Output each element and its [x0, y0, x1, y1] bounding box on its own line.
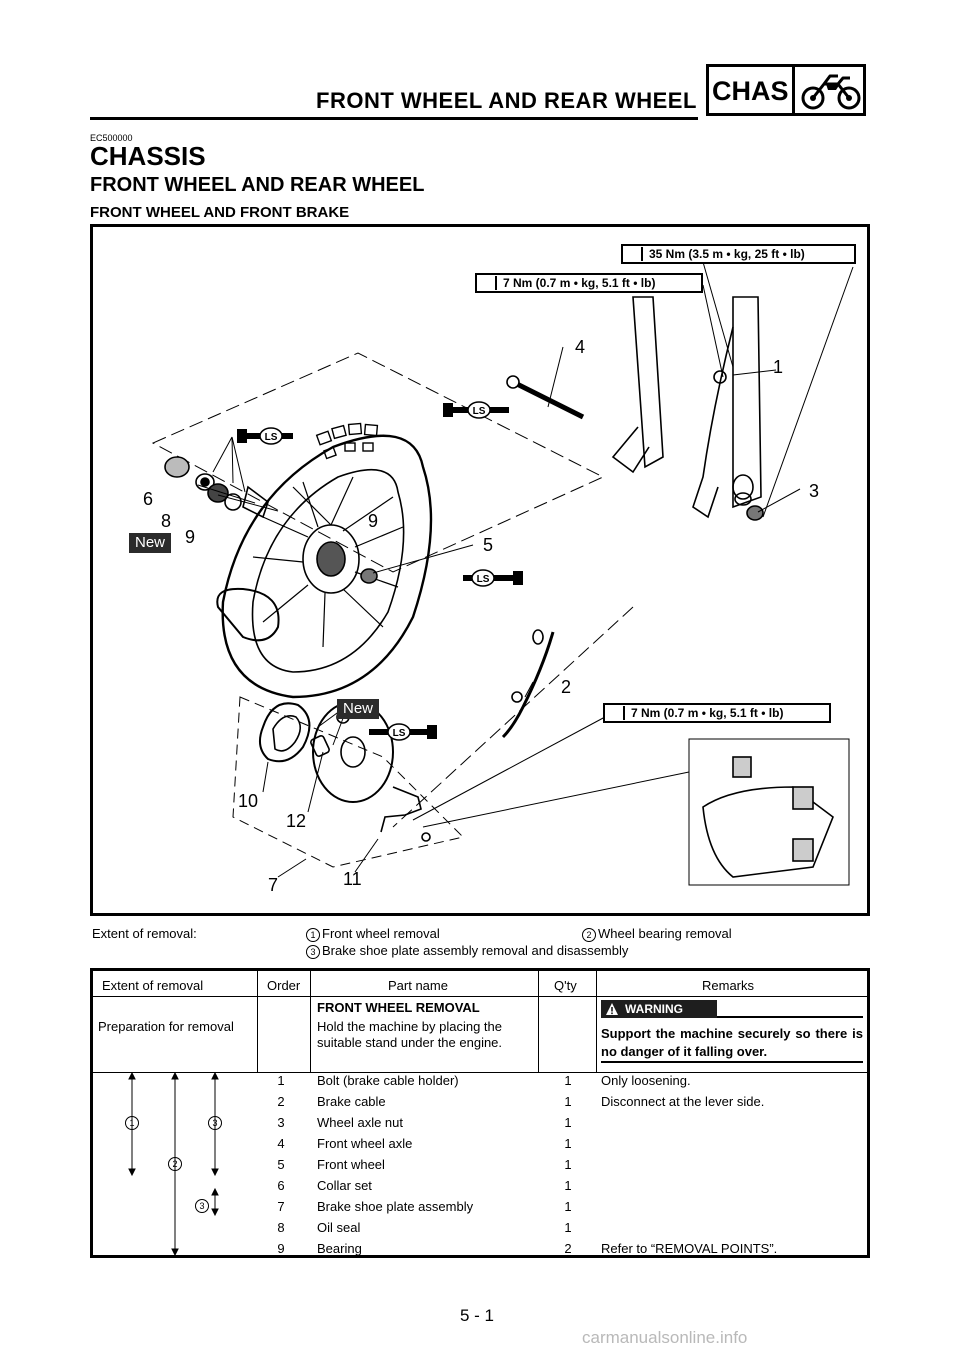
table-prep-rule [90, 1072, 870, 1073]
callout-10: 10 [238, 791, 259, 811]
table-col-rule [596, 968, 597, 1072]
diagram-drawing [151, 254, 854, 886]
extent-marker-3: 3 [195, 1199, 209, 1213]
callout-1: 1 [773, 357, 784, 377]
exploded-diagram: 35 Nm (3.5 m • kg, 25 ft • lb) 7 Nm (0.7… [90, 224, 870, 916]
watermark: carmanualsonline.info [582, 1328, 748, 1347]
extent-marker-1: 1 [125, 1116, 139, 1130]
warning-badge: WARNING [601, 1000, 717, 1018]
column-header-extent: Extent of removal [102, 978, 204, 993]
section-tag-divider [792, 64, 795, 116]
wrench-icon [609, 706, 625, 720]
table-col-rule [310, 968, 311, 1072]
extent-marker-2: 2 [168, 1157, 182, 1171]
column-header-qty: Q'ty [554, 978, 577, 993]
lithium-grease-icon: LS [369, 723, 437, 741]
column-header-remarks: Remarks [702, 978, 755, 993]
removal-table [90, 968, 870, 1258]
table-header-rule [90, 996, 870, 997]
motorcycle-icon [801, 74, 861, 110]
svg-text:LS: LS [473, 406, 486, 417]
warning-rule-bottom [601, 1061, 863, 1063]
lithium-grease-icon: LS [443, 401, 509, 419]
callout-6: 6 [143, 489, 154, 509]
page-number: 5 - 1 [460, 1306, 495, 1325]
callout-9: 9 [368, 511, 379, 531]
header-rule [90, 117, 698, 120]
heading-front-wheel-brake: FRONT WHEEL AND FRONT BRAKE [90, 204, 350, 221]
callout-12: 12 [286, 811, 307, 831]
callout-7: 7 [268, 875, 279, 895]
warning-icon [606, 1003, 618, 1015]
svg-text:LS: LS [393, 728, 406, 739]
table-col-rule [538, 968, 539, 1072]
table-col-rule [257, 968, 258, 1072]
callout-4: 4 [575, 337, 586, 357]
new-part-tag: New [129, 533, 172, 553]
extent-marker-3: 3 [208, 1116, 222, 1130]
wrench-icon [627, 247, 643, 261]
section-tag: CHAS [712, 76, 789, 106]
torque-label-1: 35 Nm (3.5 m • kg, 25 ft • lb) [621, 244, 856, 264]
header-title: FRONT WHEEL AND REAR WHEEL [316, 88, 697, 113]
callout-8: 8 [161, 511, 172, 531]
lithium-grease-icon: LS [463, 569, 523, 587]
heading-chassis: CHASSIS [90, 141, 206, 171]
extent-label: Extent of removal: [92, 926, 197, 941]
svg-text:LS: LS [477, 574, 490, 585]
svg-text:LS: LS [265, 432, 278, 443]
new-part-tag: New [337, 699, 380, 719]
lithium-grease-icon: LS [237, 427, 293, 445]
callout-3: 3 [809, 481, 820, 501]
callout-2: 2 [561, 677, 572, 697]
callout-11: 11 [343, 869, 362, 889]
column-header-part: Part name [388, 978, 448, 993]
column-header-order: Order [267, 978, 301, 993]
torque-label-3: 7 Nm (0.7 m • kg, 5.1 ft • lb) [603, 703, 831, 723]
heading-front-rear-wheel: FRONT WHEEL AND REAR WHEEL [90, 174, 425, 196]
callout-9: 9 [185, 527, 196, 547]
callout-5: 5 [483, 535, 494, 555]
warning-text: Support the machine securely so there is… [601, 1026, 863, 1059]
torque-label-2: 7 Nm (0.7 m • kg, 5.1 ft • lb) [475, 273, 703, 293]
section-title: FRONT WHEEL REMOVAL [317, 1000, 480, 1015]
wrench-icon [481, 276, 497, 290]
prep-text-line1: Hold the machine by placing the [317, 1019, 503, 1034]
prep-label: Preparation for removal [98, 1019, 234, 1034]
section-code: EC500000 [90, 133, 133, 143]
section-tag-box [706, 64, 866, 116]
warning-rule-top [717, 1016, 863, 1018]
prep-text-line2: suitable stand under the engine. [317, 1035, 503, 1050]
